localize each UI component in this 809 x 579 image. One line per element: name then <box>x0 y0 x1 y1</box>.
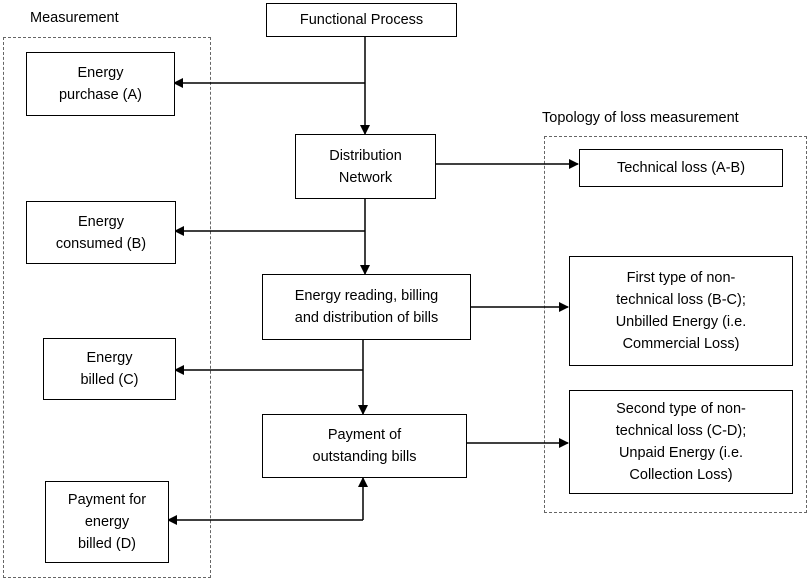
topology-group <box>544 136 807 513</box>
distribution-network-box: Distribution Network <box>295 134 436 199</box>
measurement-group-title: Measurement <box>30 10 119 26</box>
first-type-loss-box: First type of non- technical loss (B-C);… <box>569 256 793 366</box>
distribution-network-line-1: Distribution <box>329 147 402 164</box>
payment-outstanding-line-2: outstanding bills <box>312 449 417 465</box>
energy-consumed-line-2: consumed (B) <box>55 235 147 252</box>
energy-purchase-box: Energy purchase (A) <box>26 52 175 116</box>
energy-billed-box: Energy billed (C) <box>43 338 176 400</box>
energy-consumed-box: Energy consumed (B) <box>26 201 176 264</box>
first-type-line-3: Unbilled Energy (i.e. <box>615 314 747 330</box>
technical-loss-box: Technical loss (A-B) <box>579 149 783 187</box>
distribution-network-line-2: Network <box>338 169 393 186</box>
energy-reading-line-2: and distribution of bills <box>294 310 439 326</box>
payment-outstanding-box: Payment of outstanding bills <box>262 414 467 478</box>
payment-for-energy-box: Payment for energy billed (D) <box>45 481 169 563</box>
energy-purchase-line-1: Energy <box>77 65 124 81</box>
energy-purchase-line-2: purchase (A) <box>58 87 142 103</box>
second-type-line-1: Second type of non- <box>616 401 746 417</box>
payment-for-energy-line-1: Payment for <box>67 492 147 508</box>
first-type-line-1: First type of non- <box>626 270 736 286</box>
technical-loss-label: Technical loss (A-B) <box>616 160 746 176</box>
second-type-line-3: Unpaid Energy (i.e. <box>618 445 744 461</box>
measurement-group <box>3 37 211 578</box>
second-type-line-2: technical loss (C-D); <box>615 423 747 439</box>
payment-for-energy-line-3: billed (D) <box>77 536 136 552</box>
first-type-line-2: technical loss (B-C); <box>616 292 746 308</box>
energy-billed-line-2: billed (C) <box>80 372 139 388</box>
second-type-loss-box: Second type of non- technical loss (C-D)… <box>569 390 793 494</box>
payment-for-energy-line-2: energy <box>84 514 130 530</box>
topology-group-title: Topology of loss measurement <box>542 110 739 126</box>
first-type-line-4: Commercial Loss) <box>622 336 740 352</box>
functional-process-box: Functional Process <box>266 3 457 37</box>
second-type-line-4: Collection Loss) <box>629 467 733 483</box>
energy-billed-line-1: Energy <box>86 350 133 366</box>
energy-reading-line-1: Energy reading, billing <box>294 288 439 304</box>
payment-outstanding-line-1: Payment of <box>327 427 402 443</box>
functional-process-label: Functional Process <box>299 12 424 28</box>
energy-consumed-line-1: Energy <box>78 213 124 230</box>
energy-reading-box: Energy reading, billing and distribution… <box>262 274 471 340</box>
